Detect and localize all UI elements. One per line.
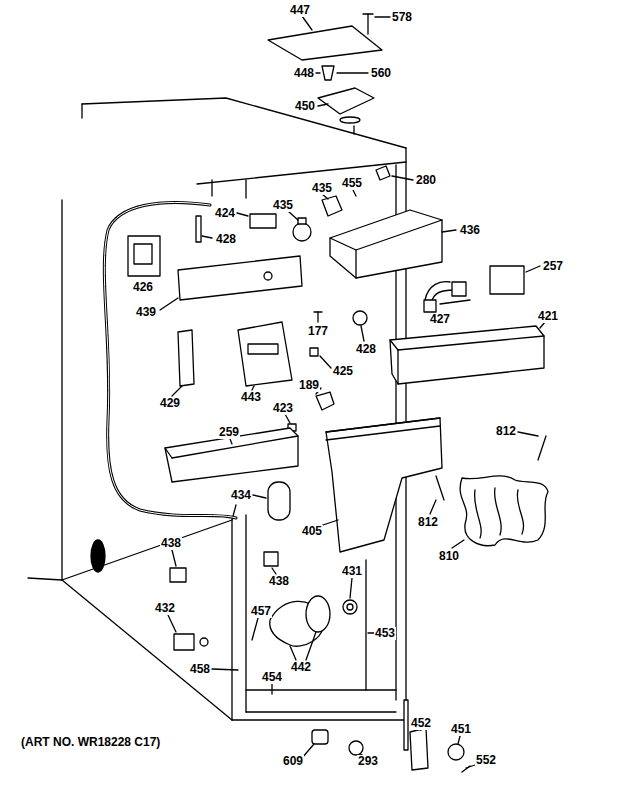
callout-number: 426 [132, 281, 154, 294]
callout-number: 458 [189, 663, 211, 676]
callout-number: 560 [370, 67, 392, 80]
callout-number: 457 [250, 605, 272, 618]
callout-number: 812 [495, 425, 517, 438]
callout-number: 443 [240, 391, 262, 404]
callout-number: 810 [438, 550, 460, 563]
callout-number: 578 [391, 11, 413, 24]
callout-number: 431 [341, 565, 363, 578]
callout-number: 428 [215, 233, 237, 246]
callout-number: 453 [374, 627, 396, 640]
callout-number: 438 [160, 537, 182, 550]
callout-number: 435 [311, 182, 333, 195]
callout-number: 434 [230, 489, 252, 502]
callout-number: 450 [294, 100, 316, 113]
callout-number: 451 [450, 723, 472, 736]
callout-number: 432 [154, 602, 176, 615]
callout-number: 452 [410, 717, 432, 730]
callout-number: 257 [542, 260, 564, 273]
callout-number: 429 [159, 397, 181, 410]
callout-number: 552 [475, 754, 497, 767]
callout-number: 436 [459, 224, 481, 237]
callout-number: 189 [298, 379, 320, 392]
callout-number: 280 [415, 174, 437, 187]
callout-number: 438 [268, 575, 290, 588]
callout-number: 421 [537, 310, 559, 323]
callout-number: 812 [417, 516, 439, 529]
callout-number: 427 [429, 313, 451, 326]
callout-number: 259 [218, 426, 240, 439]
callout-number: 435 [272, 199, 294, 212]
callout-number: 442 [290, 661, 312, 674]
callout-number: 293 [357, 755, 379, 768]
art-number-note: (ART NO. WR18228 C17) [20, 736, 161, 749]
callout-number: 428 [355, 343, 377, 356]
callout-number: 405 [301, 525, 323, 538]
callout-number: 455 [341, 177, 363, 190]
callout-number: 609 [282, 755, 304, 768]
callout-number: 439 [135, 306, 157, 319]
callout-number: 448 [293, 67, 315, 80]
callout-number: 447 [289, 4, 311, 17]
callout-number: 424 [214, 207, 236, 220]
callout-number: 425 [332, 365, 354, 378]
callout-number: 177 [307, 325, 329, 338]
callout-number: 454 [261, 671, 283, 684]
callout-number: 423 [272, 402, 294, 415]
